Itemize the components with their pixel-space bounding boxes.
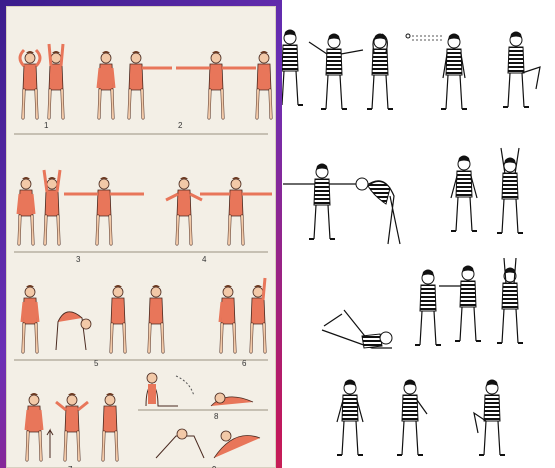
label-3: 3 (76, 255, 81, 264)
exercise-6-figures (220, 278, 265, 352)
exercise-1-figures (20, 44, 63, 118)
exercise-3-figures (18, 170, 144, 244)
label-1: 1 (44, 121, 49, 130)
left-figures-svg: 1 2 3 4 (6, 6, 276, 468)
label-2: 2 (178, 121, 183, 130)
bw-row-2 (283, 148, 523, 244)
bw-row-4 (337, 380, 505, 456)
label-5: 5 (94, 359, 99, 368)
exercise-7-figures (26, 393, 117, 460)
exercise-2-figures (98, 51, 271, 118)
right-exercise-illustration (282, 0, 555, 468)
label-8: 8 (214, 412, 219, 421)
bw-row-1 (282, 30, 540, 110)
label-6: 6 (242, 359, 247, 368)
left-exercise-illustration: 1 2 3 4 (6, 6, 276, 468)
exercise-4-figures (166, 177, 272, 244)
exercise-5-figures (22, 285, 163, 352)
bw-row-3 (322, 258, 523, 348)
right-figures-svg (282, 0, 555, 468)
row-dividers (14, 134, 268, 360)
label-4: 4 (202, 255, 207, 264)
exercise-8-figures (138, 373, 268, 458)
